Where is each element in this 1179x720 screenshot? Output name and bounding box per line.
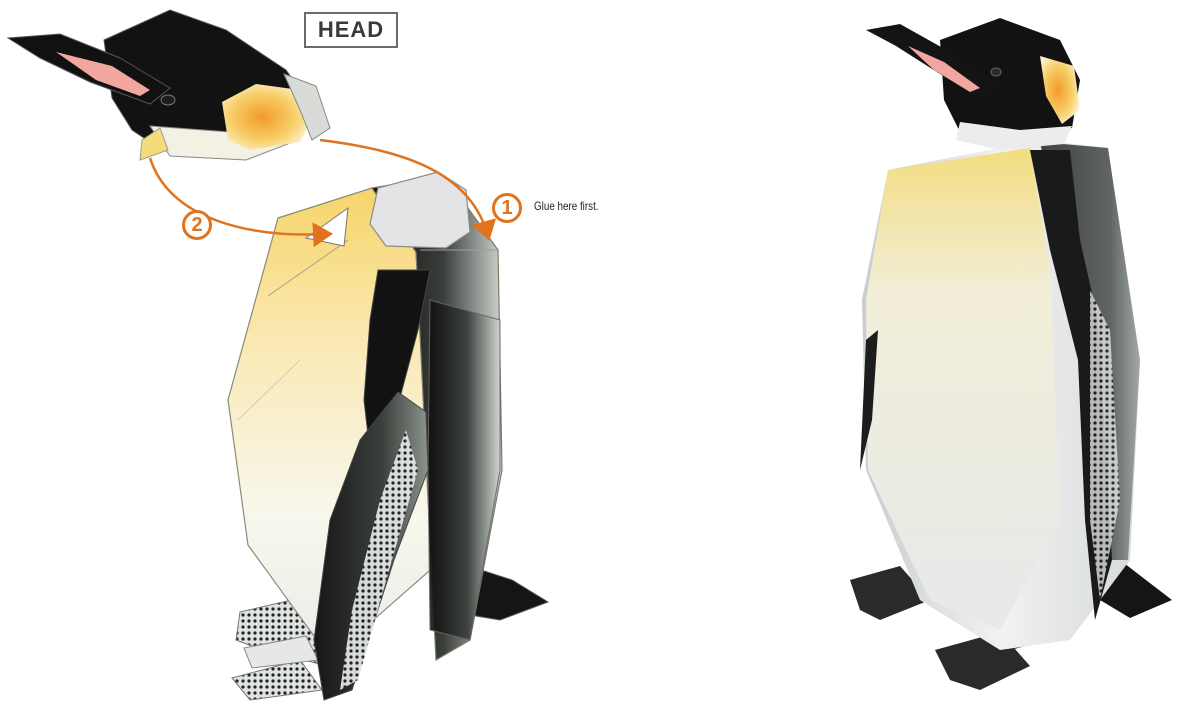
glue-instruction: Glue here first. — [534, 199, 599, 213]
step-2-badge: 2 — [182, 210, 212, 240]
step-1-badge: 1 — [492, 193, 522, 223]
head-part-label: HEAD — [304, 12, 398, 48]
head-part — [8, 10, 330, 160]
finished-model-photo — [850, 18, 1172, 690]
